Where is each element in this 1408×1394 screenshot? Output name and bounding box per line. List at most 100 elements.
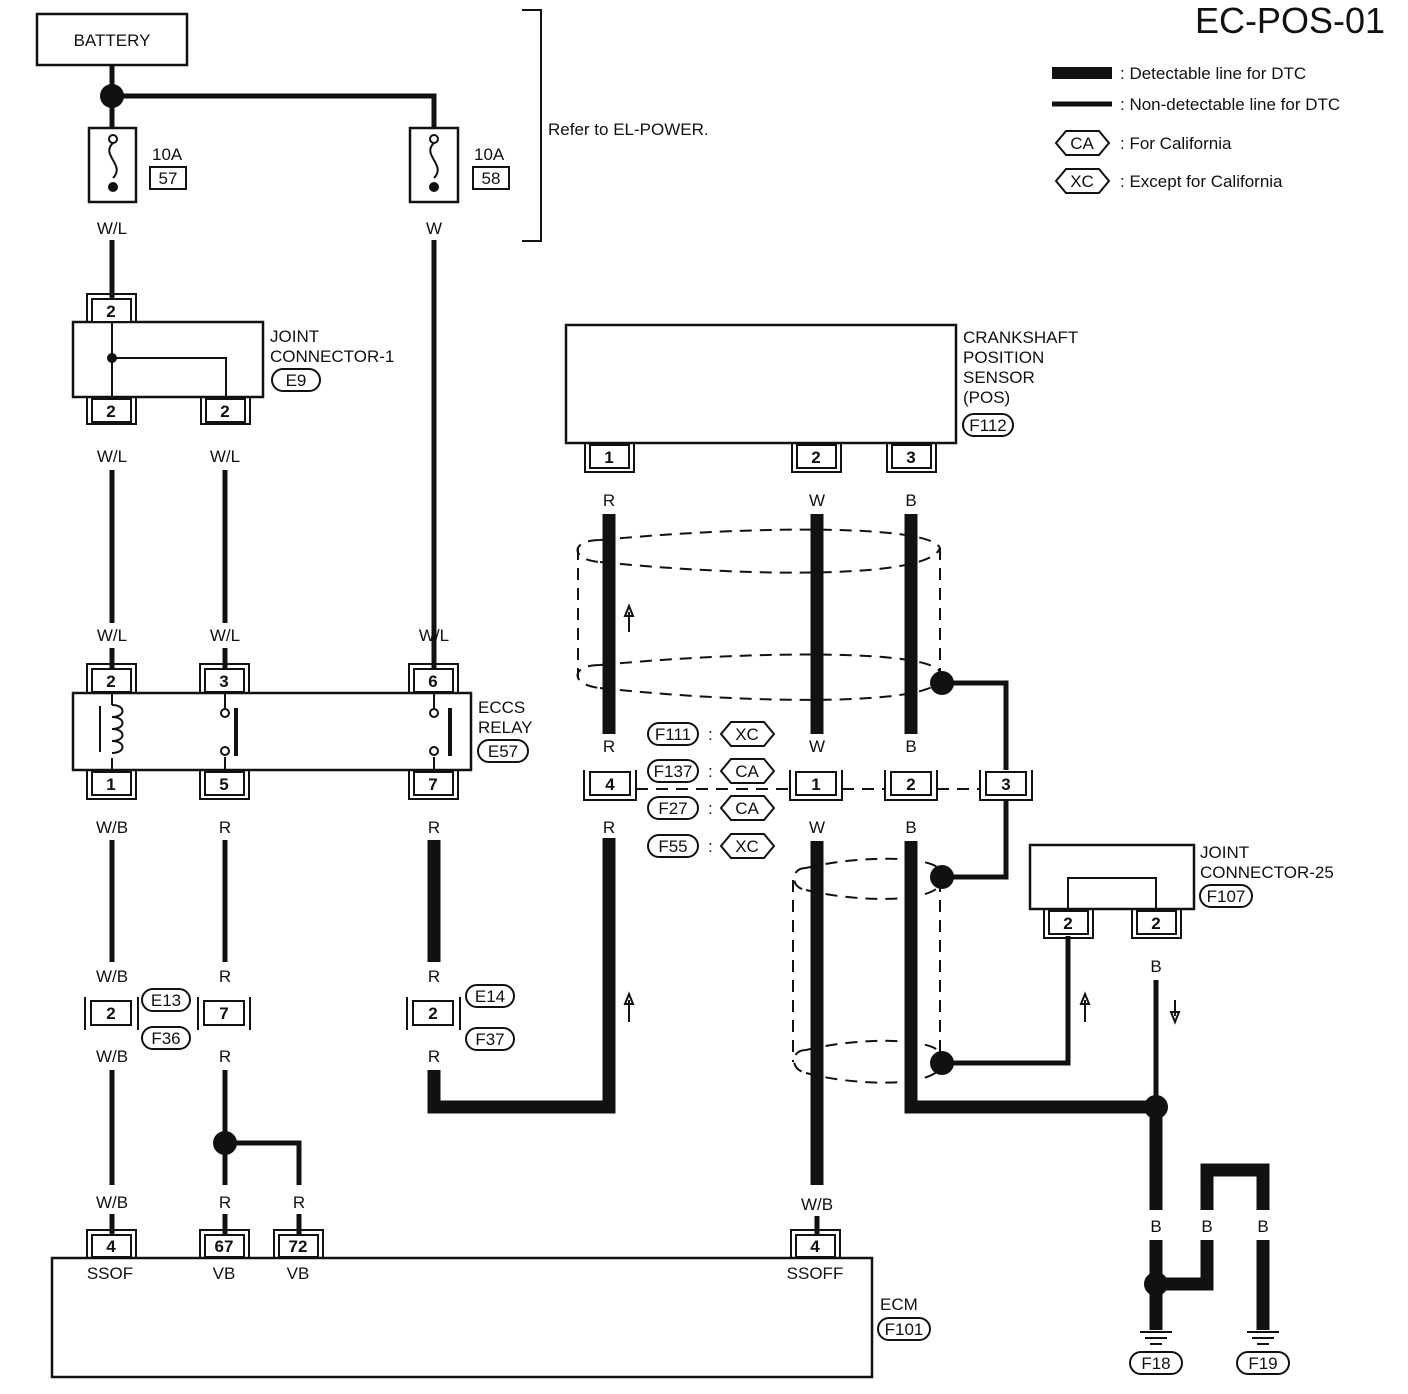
- arrow-up-icon: [623, 991, 635, 1022]
- jc1-code-oval: [271, 368, 321, 392]
- variant-sep: :: [708, 725, 713, 744]
- page-id: EC-POS-01: [1195, 0, 1385, 41]
- variant-sep: :: [708, 837, 713, 856]
- fuse-58-number: 58: [482, 169, 501, 188]
- connector-pin: 3: [199, 663, 250, 693]
- wire-color-label: B: [1201, 1217, 1212, 1236]
- wire-r-e14-to-f111-4: [427, 838, 616, 1114]
- connector-pin: 3: [886, 443, 937, 473]
- variant-region: CA: [735, 799, 759, 818]
- wire-color-label: W: [809, 737, 825, 756]
- pos-code-oval: [962, 413, 1014, 437]
- wire-color-label: W: [809, 818, 825, 837]
- e13-code: E13: [151, 991, 181, 1010]
- connector-pin: 5: [199, 770, 250, 800]
- wire-color-label: W: [809, 491, 825, 510]
- jc25-name-line1: JOINT: [1200, 843, 1249, 862]
- pin-number: 67: [215, 1237, 234, 1256]
- connector-pin: 1: [86, 770, 137, 800]
- wire-color-label: R: [428, 967, 440, 986]
- pin-number: 2: [106, 302, 115, 321]
- battery-label: BATTERY: [74, 31, 151, 50]
- legend-xc-text: : Except for California: [1120, 172, 1283, 191]
- wire-stubs-relay-top: [109, 648, 437, 668]
- ecm-name: ECM: [880, 1295, 918, 1314]
- pin-number: 1: [604, 448, 613, 467]
- pin-number: 2: [106, 672, 115, 691]
- connector-pin: 2: [1043, 909, 1094, 939]
- wire-color-label: W/B: [96, 1193, 128, 1212]
- wire-color-label: B: [1150, 957, 1161, 976]
- power-bracket: [522, 9, 542, 242]
- wire-shield-to-jc25: [942, 936, 1071, 1066]
- wire-color-label: W/L: [97, 626, 127, 645]
- pin-number: 72: [289, 1237, 308, 1256]
- fuse-57-number: 57: [159, 169, 178, 188]
- wire-color-label: R: [603, 737, 615, 756]
- pin-number: 2: [1063, 914, 1072, 933]
- pin-number: 5: [219, 775, 228, 794]
- shield-lower: [792, 857, 943, 1084]
- variant-row: F27 : CA: [647, 795, 776, 821]
- pin-number: 3: [906, 448, 915, 467]
- wire-color-label: W/B: [96, 1047, 128, 1066]
- wire-b-loop-to-splice: [1156, 1240, 1214, 1291]
- f37-oval: [465, 1027, 515, 1051]
- relay-coil: [99, 693, 124, 770]
- wire-color-label: R: [428, 818, 440, 837]
- wire-color-label: W: [426, 219, 442, 238]
- wire-color-label: W/L: [210, 447, 240, 466]
- battery-box: [35, 12, 189, 67]
- arrow-up-icon: [623, 603, 635, 632]
- wire-color-label: W/B: [96, 967, 128, 986]
- connector-pin: 7: [408, 770, 459, 800]
- wire-color-label: B: [905, 491, 916, 510]
- f19-oval: [1236, 1351, 1290, 1375]
- legend-ca-symbol: CA: [1070, 134, 1094, 153]
- variant-code: F111: [655, 725, 691, 744]
- f36-oval: [141, 1026, 191, 1050]
- wire-color-label: B: [1257, 1217, 1268, 1236]
- connector-pin: 4: [86, 1229, 137, 1258]
- wire-color-label: W/L: [97, 219, 127, 238]
- pos-code: F112: [969, 416, 1007, 435]
- joint-connector-25-internal: [1067, 877, 1157, 909]
- connector-pin: 7: [197, 997, 251, 1030]
- variant-region: XC: [735, 837, 759, 856]
- jc1-code: E9: [286, 371, 307, 390]
- ground-icon: [1140, 1331, 1172, 1345]
- pin-number: 2: [906, 775, 915, 794]
- variant-code: F137: [654, 762, 693, 781]
- fuse-58-rating: 10A: [474, 145, 505, 164]
- variant-sep: :: [708, 762, 713, 781]
- joint-connector-1-box: [71, 320, 265, 399]
- e14-code: E14: [475, 987, 505, 1006]
- relay-switch-2: [429, 693, 452, 770]
- legend-xc-symbol: XC: [1070, 172, 1094, 191]
- connector-pin: 2: [1131, 909, 1182, 939]
- pin-number: 3: [1001, 775, 1010, 794]
- connector-pin: 2: [884, 770, 938, 801]
- wire-color-label: R: [293, 1193, 305, 1212]
- connector-pin: 2: [86, 293, 137, 323]
- f18-code: F18: [1141, 1354, 1170, 1373]
- fuse-57-rating: 10A: [152, 145, 183, 164]
- f19-code: F19: [1248, 1354, 1277, 1373]
- jc1-internal-splice: [107, 353, 117, 363]
- pin-number: 2: [106, 402, 115, 421]
- ground-icon: [1247, 1331, 1279, 1345]
- e14-oval: [465, 984, 515, 1008]
- variant-row: F111 : XC: [647, 721, 776, 747]
- variant-region: XC: [735, 725, 759, 744]
- connector-pin: 2: [200, 397, 251, 425]
- fuse-57: 10A 57: [87, 126, 187, 204]
- jc25-name-line2: CONNECTOR-25: [1200, 863, 1334, 882]
- wire-color-label: R: [219, 818, 231, 837]
- pos-sensor-box: [564, 323, 958, 445]
- legend-detectable-text: : Detectable line for DTC: [1120, 64, 1306, 83]
- wire-color-label: W/B: [96, 818, 128, 837]
- legend-ca-text: : For California: [1120, 134, 1232, 153]
- connector-pin: 1: [584, 443, 635, 473]
- pin-number: 2: [428, 1004, 437, 1023]
- wire-color-label: W/L: [210, 626, 240, 645]
